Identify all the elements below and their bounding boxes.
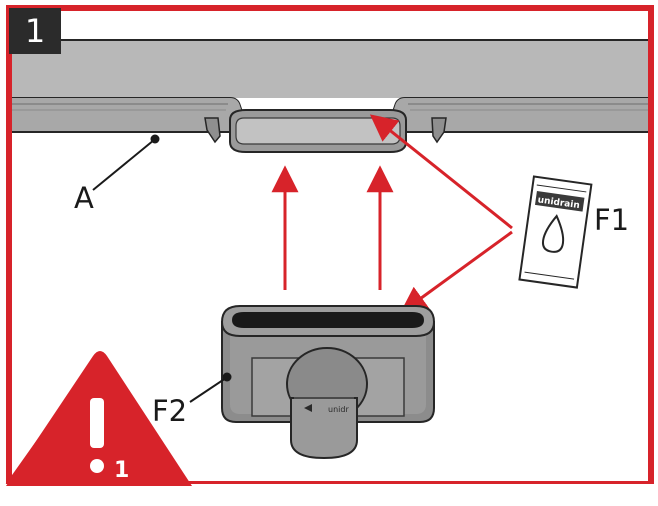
leader-dot-a xyxy=(150,134,160,144)
drain-outlet xyxy=(220,305,436,460)
label-a: A xyxy=(74,181,94,215)
leader-line-a xyxy=(92,139,155,191)
outlet-mark-text: unidr xyxy=(328,405,349,414)
lubricant-sachet xyxy=(518,175,593,289)
leader-dot-f2 xyxy=(222,372,232,382)
leader-line-f2 xyxy=(189,377,227,403)
label-f2: F2 xyxy=(152,394,188,428)
warning-icon xyxy=(0,351,658,506)
arrow-to-outlet-seal xyxy=(399,230,513,314)
label-f1: F1 xyxy=(594,203,630,237)
arrow-to-channel-seal xyxy=(369,114,513,230)
warning-number: 1 xyxy=(114,458,130,483)
drain-channel xyxy=(12,39,648,153)
step-number-badge: 1 xyxy=(9,8,61,54)
